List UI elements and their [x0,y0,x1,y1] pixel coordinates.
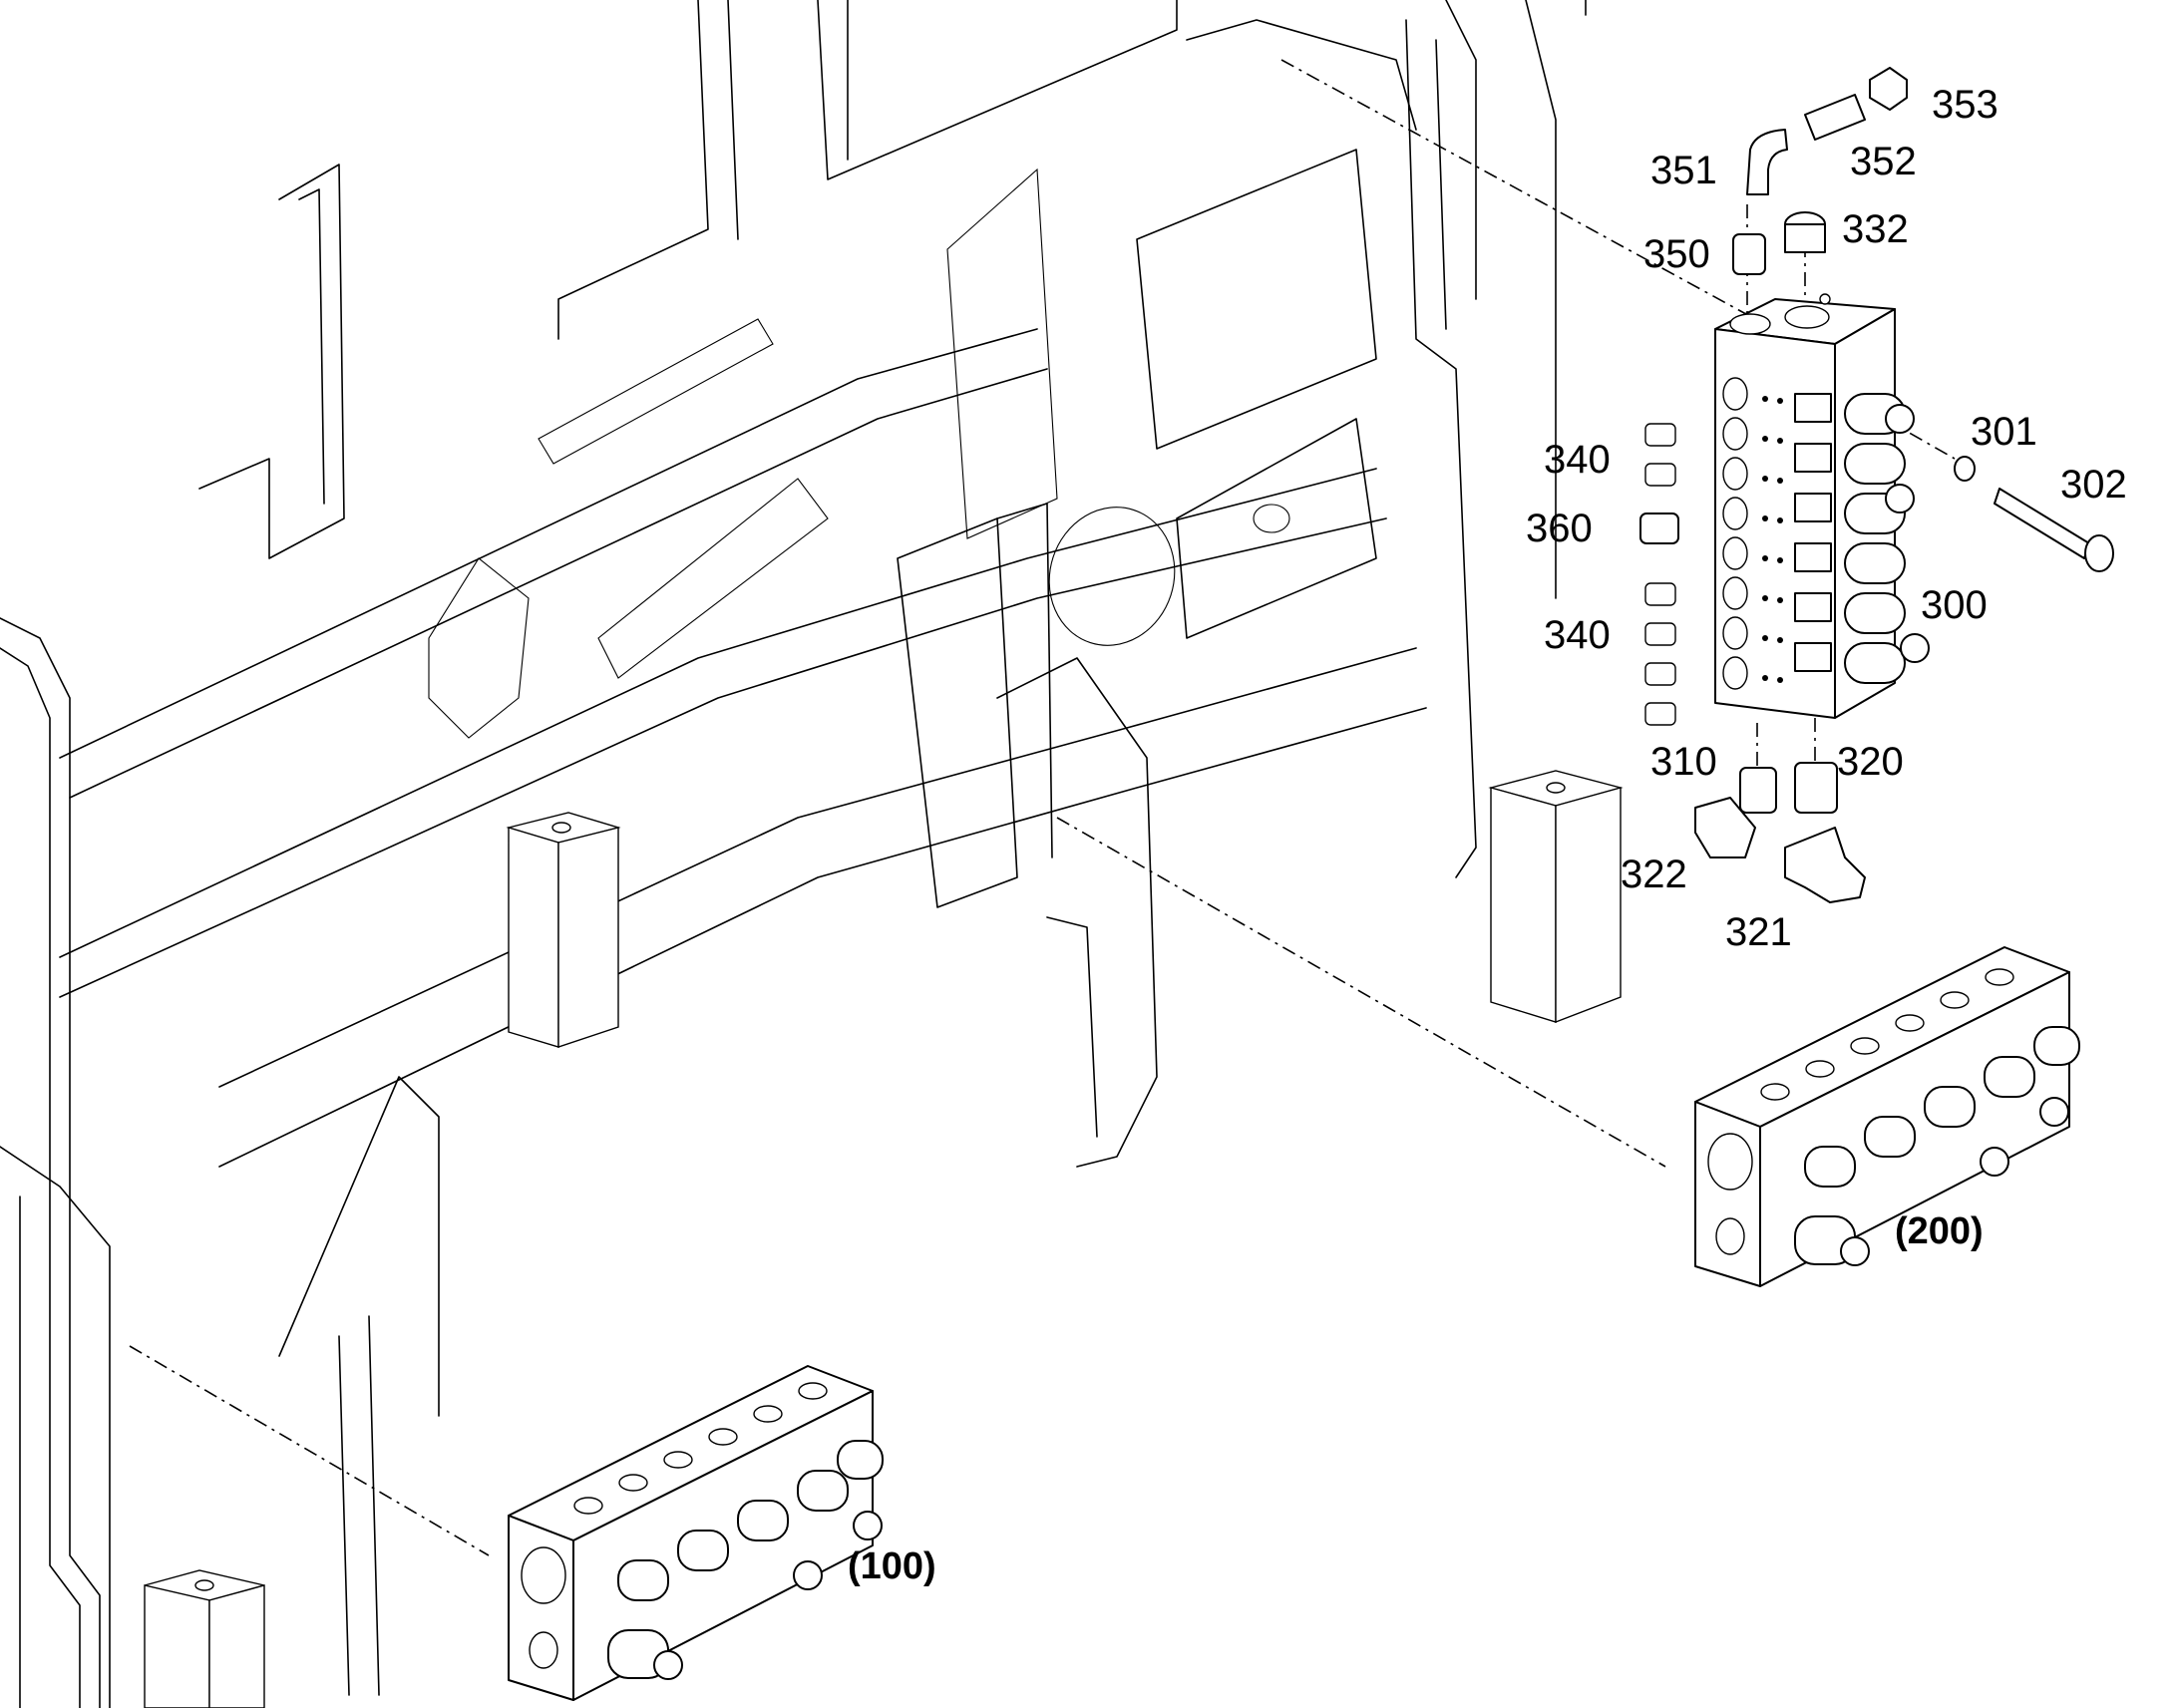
mounting-block-right [1488,770,1624,1024]
assembly-label-200: (200) [1895,1210,1984,1252]
callout-332: 332 [1842,207,1909,251]
callout-340-lower: 340 [1544,613,1611,657]
callout-352: 352 [1850,140,1917,183]
assembly-label-100: (100) [848,1545,936,1587]
callout-340-upper: 340 [1544,438,1611,482]
callout-labels: 353 352 351 332 350 301 302 340 360 300 … [848,83,2127,1587]
valve-assembly-200 [1694,946,2080,1287]
fittings [1639,67,2114,903]
callout-320: 320 [1837,740,1904,784]
callout-350: 350 [1643,232,1710,276]
callout-360: 360 [1526,507,1593,550]
side-ports [1722,377,1783,690]
valve-assembly-100 [508,1365,884,1701]
callout-321: 321 [1725,910,1792,954]
chassis-frame [0,0,1587,1708]
callout-310: 310 [1650,740,1717,784]
mounting-block-center [506,812,621,1048]
callout-302: 302 [2060,463,2127,507]
valve-block-300 [1714,293,1930,719]
callout-322: 322 [1621,853,1687,896]
leader-lines [129,59,1956,1556]
callout-300: 300 [1921,583,1988,627]
callout-301: 301 [1971,410,2037,454]
solenoid-stack [1794,393,1930,684]
callout-353: 353 [1932,83,1998,127]
mounting-block-left [144,1569,265,1708]
callout-351: 351 [1650,149,1717,192]
